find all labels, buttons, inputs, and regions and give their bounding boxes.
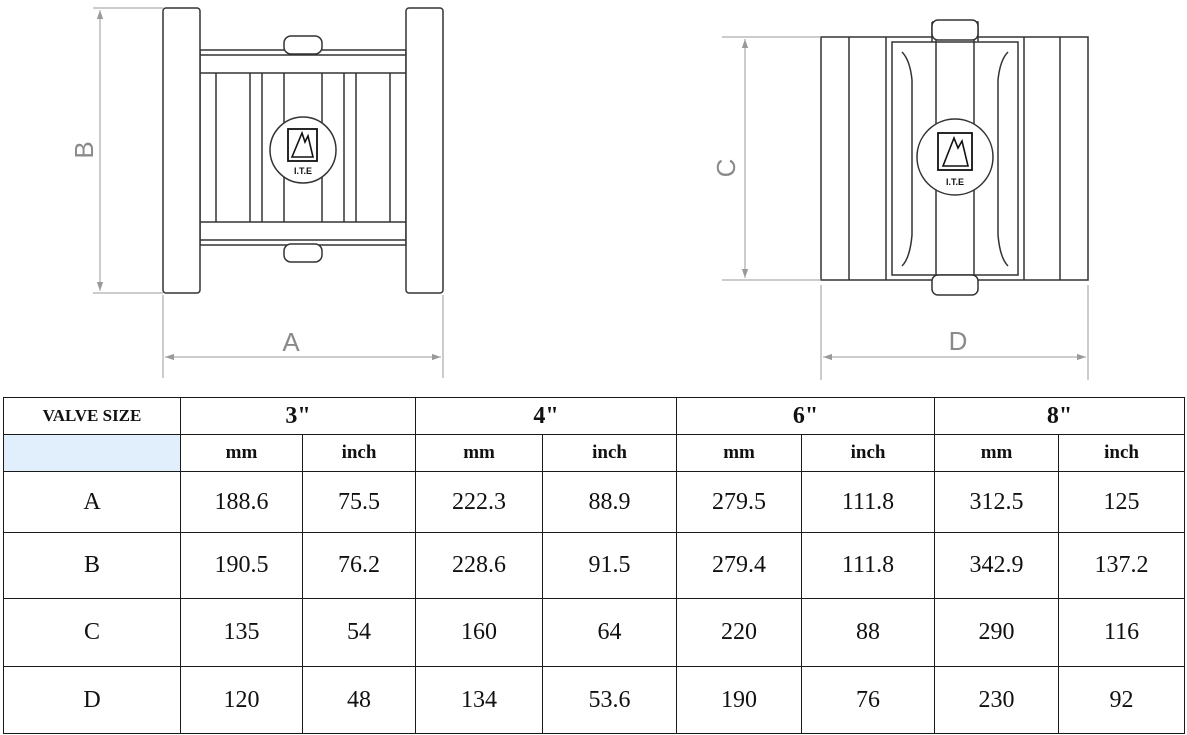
table-cell: 64	[542, 598, 678, 667]
unit-mm: mm	[415, 434, 544, 472]
size-6in: 6"	[676, 397, 936, 435]
table-cell: 190	[676, 666, 803, 734]
table-row: D 120 48 134 53.6 190 76 230 92	[3, 666, 1186, 734]
unit-mm: mm	[676, 434, 803, 472]
table-cell: 190.5	[180, 532, 303, 599]
table-cell: 230	[934, 666, 1060, 734]
size-8in: 8"	[934, 397, 1186, 435]
unit-mm: mm	[180, 434, 303, 472]
table-cell: 137.2	[1058, 532, 1186, 599]
front-view	[162, 7, 444, 294]
table-cell: 111.8	[801, 471, 936, 533]
unit-inch: inch	[301, 434, 417, 472]
table-cell: 220	[676, 598, 803, 667]
table-cell: 76.2	[301, 532, 417, 599]
table-cell: 88.9	[542, 471, 678, 533]
dimension-c	[722, 36, 821, 281]
unit-inch: inch	[801, 434, 936, 472]
table-cell: 222.3	[415, 471, 544, 533]
table-cell: 279.4	[676, 532, 803, 599]
table-cell: 92	[1058, 666, 1186, 734]
blank-cell	[3, 434, 181, 472]
table-cell: 134	[415, 666, 544, 734]
size-header-row: VALVE SIZE 3" 4" 6" 8"	[3, 397, 1186, 435]
table-cell: 48	[301, 666, 417, 734]
unit-header-row: mm inch mm inch mm inch mm inch	[3, 434, 1186, 472]
unit-inch: inch	[542, 434, 678, 472]
dimension-b	[93, 7, 163, 294]
logo-icon-front: I.T.E	[287, 128, 318, 176]
table-cell: 76	[801, 666, 936, 734]
table-cell: 116	[1058, 598, 1186, 667]
unit-mm: mm	[934, 434, 1060, 472]
dimension-a	[162, 295, 444, 378]
table-cell: 91.5	[542, 532, 678, 599]
table-cell: 53.6	[542, 666, 678, 734]
row-label: B	[3, 532, 181, 599]
table-cell: 188.6	[180, 471, 303, 533]
table-row: C 135 54 160 64 220 88 290 116	[3, 598, 1186, 667]
dimension-label-d: D	[949, 326, 968, 356]
unit-inch: inch	[1058, 434, 1186, 472]
logo-icon-side: I.T.E	[937, 132, 973, 187]
table-cell: 75.5	[301, 471, 417, 533]
table-cell: 88	[801, 598, 936, 667]
table-cell: 290	[934, 598, 1060, 667]
row-label: D	[3, 666, 181, 734]
table-cell: 54	[301, 598, 417, 667]
table-row: B 190.5 76.2 228.6 91.5 279.4 111.8 342.…	[3, 532, 1186, 599]
table-cell: 120	[180, 666, 303, 734]
table-cell: 312.5	[934, 471, 1060, 533]
table-cell: 342.9	[934, 532, 1060, 599]
size-4in: 4"	[415, 397, 678, 435]
table-row: A 188.6 75.5 222.3 88.9 279.5 111.8 312.…	[3, 471, 1186, 533]
table-cell: 279.5	[676, 471, 803, 533]
technical-drawing: I.T.E B A I.T.E C	[69, 7, 1089, 380]
dimensions-table: VALVE SIZE 3" 4" 6" 8" mm inch mm inch m…	[3, 397, 1186, 734]
row-label: C	[3, 598, 181, 667]
dimension-d	[820, 285, 1089, 380]
table-cell: 125	[1058, 471, 1186, 533]
dimension-label-c: C	[711, 159, 741, 178]
table-cell: 228.6	[415, 532, 544, 599]
row-label: A	[3, 471, 181, 533]
dimension-label-a: A	[282, 327, 300, 357]
table-cell: 135	[180, 598, 303, 667]
valve-size-label: VALVE SIZE	[3, 397, 181, 435]
logo-caption-side: I.T.E	[946, 177, 964, 187]
size-3in: 3"	[179, 397, 417, 435]
dimension-label-b: B	[69, 141, 99, 158]
logo-caption-front: I.T.E	[294, 166, 312, 176]
table-cell: 160	[415, 598, 544, 667]
table-cell: 111.8	[801, 532, 936, 599]
